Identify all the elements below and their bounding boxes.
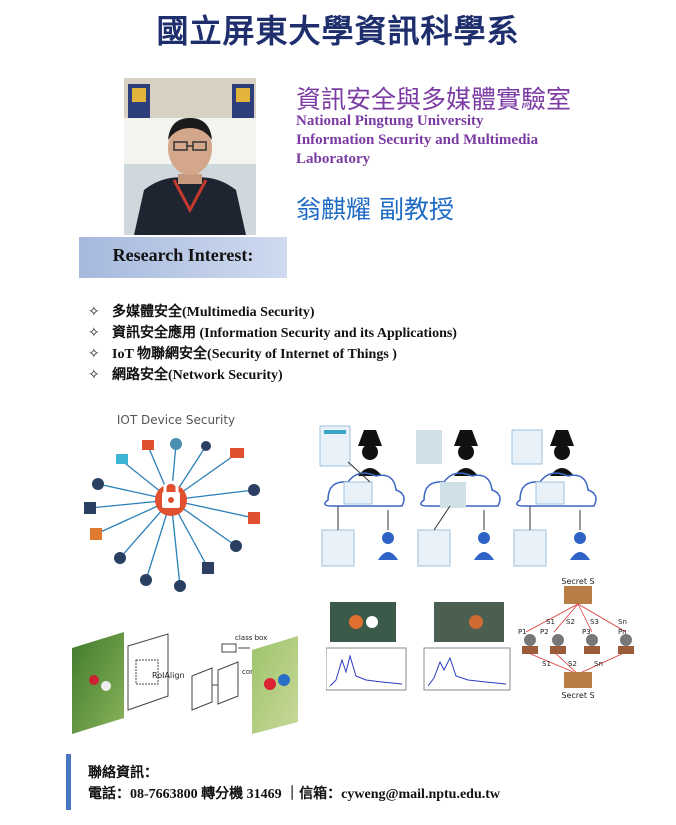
contact-label: 聯絡資訊： <box>88 766 158 781</box>
lab-name-en-line2: Information Security and Multimedia <box>296 132 539 148</box>
secret-top-label: Secret S <box>561 577 594 586</box>
party-label-n: Pn <box>618 628 627 636</box>
diamond-star-icon: ✧ <box>88 346 100 362</box>
class-box-label: class box <box>235 634 267 642</box>
list-item-text: IoT 物聯網安全(Security of Internet of Things… <box>112 347 397 362</box>
share-label-3: S3 <box>590 618 599 626</box>
bottom-share-label-n: Sn <box>594 660 603 668</box>
lab-name-en-line1: National Pingtung University <box>296 113 484 129</box>
secret-bottom-label: Secret S <box>561 691 594 700</box>
diamond-star-icon: ✧ <box>88 325 100 341</box>
party-label-1: P1 <box>518 628 527 636</box>
professor-name: 翁麒耀 副教授 <box>296 195 454 224</box>
share-label-1: S1 <box>546 618 555 626</box>
share-label-2: S2 <box>566 618 575 626</box>
diamond-star-icon: ✧ <box>88 367 100 383</box>
list-item: ✧ IoT 物聯網安全(Security of Internet of Thing… <box>88 344 457 365</box>
list-item-text: 資訊安全應用 (Information Security and its App… <box>112 326 457 341</box>
lab-name-en-line3: Laboratory <box>296 151 371 167</box>
list-item: ✧ 多媒體安全(Multimedia Security) <box>88 302 457 323</box>
roialign-label: RoIAlign <box>152 671 185 680</box>
research-interest-heading-box: Research Interest: <box>79 237 287 278</box>
multimedia-histogram-figure <box>326 602 511 691</box>
party-label-3: P3 <box>582 628 591 636</box>
diamond-star-icon: ✧ <box>88 304 100 320</box>
conv-label: conv <box>242 668 259 676</box>
research-interest-heading: Research Interest: <box>112 245 254 265</box>
contact-accent-bar <box>66 754 71 810</box>
page-title: 國立屏東大學資訊科學系 <box>156 12 520 50</box>
list-item: ✧ 資訊安全應用 (Information Security and its Ap… <box>88 323 457 344</box>
lab-name-zh: 資訊安全與多媒體實驗室 <box>296 85 572 114</box>
share-label-n: Sn <box>618 618 627 626</box>
list-item: ✧ 網路安全(Network Security) <box>88 365 457 386</box>
cloud-security-diagram <box>319 425 597 567</box>
research-interest-list: ✧ 多媒體安全(Multimedia Security) ✧ 資訊安全應用 (Inf… <box>88 302 457 386</box>
secret-sharing-diagram: Secret S P1 S1 S2 S3 Sn P2 P3 Pn S1 S2 S… <box>518 577 634 700</box>
iot-figure-title: IOT Device Security <box>117 413 235 427</box>
bottom-share-label-2: S2 <box>568 660 577 668</box>
roialign-diagram: RoIAlign class box conv <box>72 632 298 734</box>
iot-security-figure: IOT Device Security <box>84 413 260 592</box>
party-label-2: P2 <box>540 628 549 636</box>
contact-details: 電話：08-7663800 轉分機 31469 ｜信箱：cyweng@mail.… <box>88 787 501 802</box>
list-item-text: 網路安全(Network Security) <box>112 368 283 383</box>
bottom-share-label-1: S1 <box>542 660 551 668</box>
professor-photo <box>124 78 256 235</box>
list-item-text: 多媒體安全(Multimedia Security) <box>112 305 315 320</box>
